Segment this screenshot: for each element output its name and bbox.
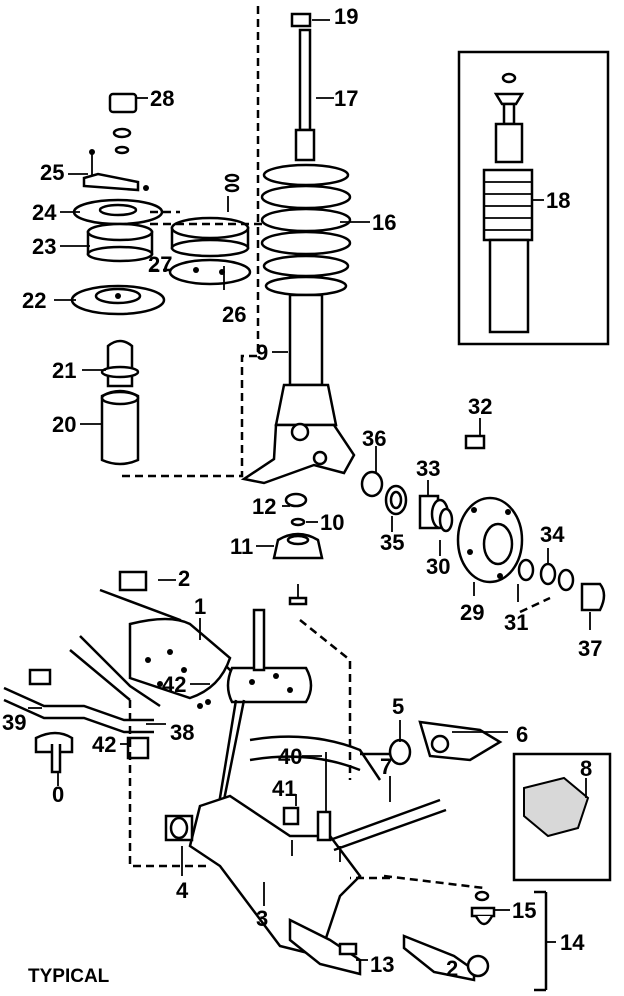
- tension-strut: [249, 735, 447, 862]
- callout-19: 19: [334, 4, 358, 29]
- ball-joint: [402, 890, 548, 992]
- callout-18: 18: [546, 188, 570, 213]
- callout-35: 35: [380, 530, 404, 555]
- callout-3: 3: [256, 906, 268, 931]
- callout-8: 8: [580, 756, 592, 781]
- callout-15: 15: [512, 898, 536, 923]
- callout-13: 13: [370, 952, 394, 977]
- callout-39: 39: [2, 710, 26, 735]
- strut-lower-mount: [272, 492, 324, 606]
- caption-typical: TYPICAL: [28, 966, 110, 987]
- callout-28: 28: [150, 86, 174, 111]
- upper-mount-stack: [70, 92, 166, 466]
- callout-17: 17: [334, 86, 358, 111]
- callout-41: 41: [272, 776, 296, 801]
- crossmember: [69, 570, 313, 811]
- callout-27: 27: [148, 252, 172, 277]
- callout-1: 1: [194, 594, 206, 619]
- stabilizer-bar: [3, 668, 154, 774]
- callout-31: 31: [504, 610, 528, 635]
- callout-2-tie: 2: [446, 956, 458, 981]
- callout-34: 34: [540, 522, 565, 547]
- callout-4: 4: [176, 878, 189, 903]
- callout-2: 2: [178, 566, 190, 591]
- callout-24: 24: [32, 200, 57, 225]
- callout-9: 9: [256, 340, 268, 365]
- callout-10: 10: [320, 510, 344, 535]
- inset-box-bracket: [512, 752, 612, 882]
- spring-insulator: [168, 173, 252, 286]
- callout-5: 5: [392, 694, 404, 719]
- callout-40: 40: [278, 744, 302, 769]
- coil-spring: [260, 163, 352, 297]
- callout-11: 11: [230, 534, 253, 559]
- cartridge-strut: [482, 72, 534, 334]
- callout-32: 32: [468, 394, 492, 419]
- callout-labels: 19 17 16 18 28 25 24 23 27 22 26 9 21 20…: [2, 4, 602, 981]
- callout-16: 16: [372, 210, 396, 235]
- callout-42-upper: 42: [162, 672, 186, 697]
- callout-23: 23: [32, 234, 56, 259]
- leader-lines: [28, 19, 591, 961]
- callout-22: 22: [22, 288, 46, 313]
- callout-12: 12: [252, 494, 276, 519]
- bracket-part: [523, 776, 590, 838]
- strut-assembly: [240, 12, 356, 485]
- callout-38: 38: [170, 720, 194, 745]
- callout-37: 37: [578, 636, 602, 661]
- callout-33: 33: [416, 456, 440, 481]
- callout-7: 7: [380, 754, 392, 779]
- hub-bearing-assembly: [360, 434, 606, 612]
- callout-30: 30: [426, 554, 450, 579]
- callout-25: 25: [40, 160, 64, 185]
- inset-box-strut: [457, 50, 610, 346]
- callout-20: 20: [52, 412, 76, 437]
- callout-0: 0: [52, 782, 64, 807]
- callout-14: 14: [560, 930, 585, 955]
- callout-42-lower: 42: [92, 732, 116, 757]
- callout-6: 6: [516, 722, 528, 747]
- lower-control-arm: [164, 794, 362, 976]
- callout-21: 21: [52, 358, 76, 383]
- callout-29: 29: [460, 600, 484, 625]
- callout-26: 26: [222, 302, 246, 327]
- callout-36: 36: [362, 426, 386, 451]
